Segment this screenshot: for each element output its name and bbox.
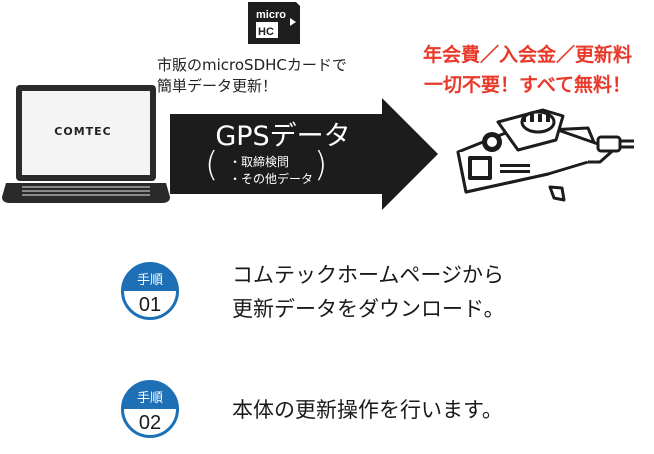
step-number: 01	[139, 294, 161, 316]
step-2-text: 本体の更新操作を行います。	[232, 393, 592, 427]
step-text-line: コムテックホームページから	[232, 263, 504, 287]
data-arrow	[170, 98, 438, 210]
free-notice-line-1: 年会費／入会金／更新料	[422, 44, 632, 66]
step-1-badge: 手順 01	[121, 262, 179, 320]
step-text-line: 更新データをダウンロード。	[232, 297, 505, 321]
arrow-data-item: ・その他データ	[229, 172, 314, 186]
car-gps-device-icon	[456, 108, 634, 202]
arrow-title: GPSデータ	[215, 121, 351, 152]
step-label: 手順	[137, 273, 163, 288]
caption-line-2: 簡単データ更新！	[157, 77, 278, 95]
paren-right: )	[314, 145, 328, 185]
sd-card-logo-text: micro	[256, 9, 286, 21]
arrow-data-list: ・取締検問 ・その他データ	[219, 154, 339, 188]
paren-left: (	[205, 145, 219, 185]
caption-line-1: 市販のmicroSDHCカードで	[157, 56, 347, 74]
step-text-line: 本体の更新操作を行います。	[232, 398, 503, 422]
step-label: 手順	[137, 391, 163, 406]
microsd-card-icon: micro HC	[248, 2, 300, 44]
free-notice: 年会費／入会金／更新料 一切不要！すべて無料！	[405, 40, 650, 100]
free-notice-line-2: 一切不要！すべて無料！	[424, 74, 631, 96]
laptop-brand-label: COMTEC	[54, 125, 112, 138]
step-1-text: コムテックホームページから 更新データをダウンロード。	[232, 258, 592, 326]
step-number: 02	[139, 412, 161, 434]
arrow-data-item: ・取締検問	[229, 155, 290, 169]
sd-card-hc-text: HC	[258, 26, 274, 38]
laptop-icon	[2, 85, 170, 203]
step-2-badge: 手順 02	[121, 380, 179, 438]
sd-update-caption: 市販のmicroSDHCカードで 簡単データ更新！	[157, 55, 397, 97]
